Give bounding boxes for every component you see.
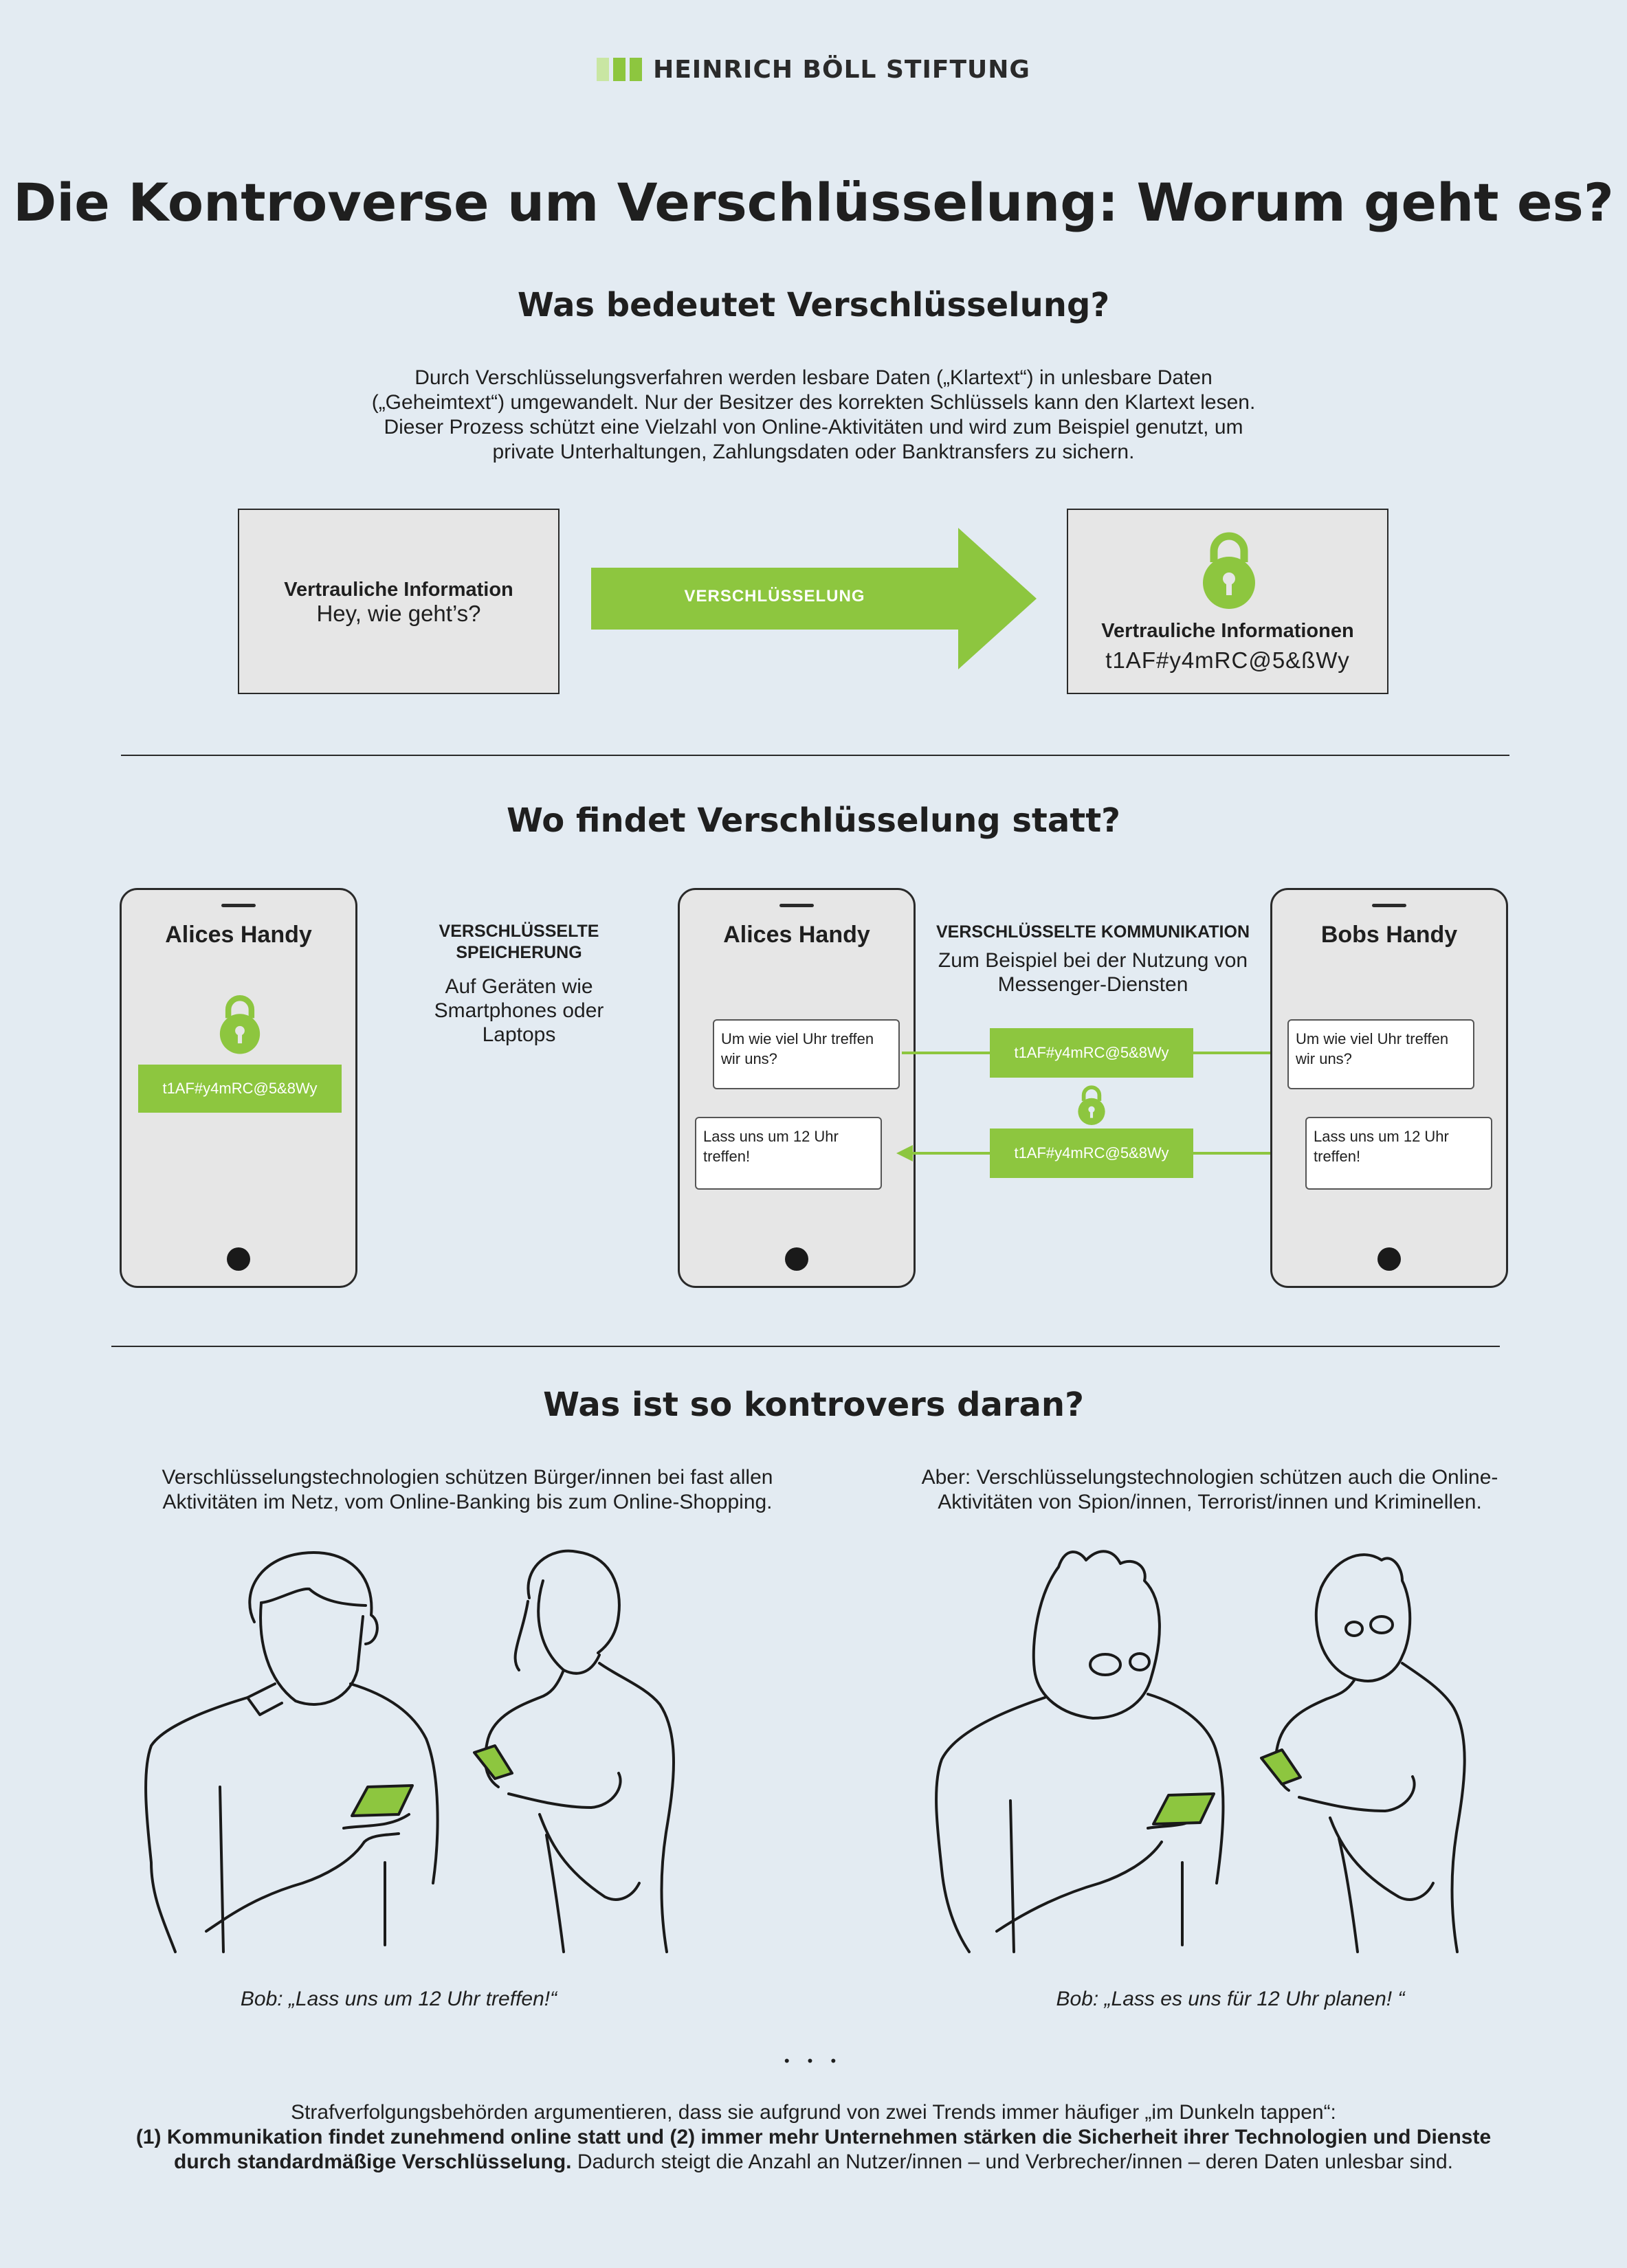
- home-button: [785, 1247, 808, 1271]
- risk-text: Aber: Verschlüsselungstechnologien schüt…: [832, 1465, 1588, 1515]
- intro-line: Durch Verschlüsselungsverfahren werden l…: [414, 366, 1213, 389]
- logo-mark-icon: [597, 58, 643, 81]
- ciphertext-label: Vertrauliche Informationen: [1101, 620, 1354, 642]
- phone-name: Alices Handy: [165, 922, 312, 948]
- lock-icon: [219, 995, 261, 1054]
- phone-bob-messenger: Bobs Handy Um wie viel Uhr treffen wir u…: [1270, 888, 1508, 1288]
- comm-title: VERSCHLÜSSELTE KOMMUNIKATION: [936, 922, 1250, 942]
- footer-line: durch standardmäßige Verschlüsselung. Da…: [69, 2150, 1558, 2175]
- phone-speaker: [221, 904, 256, 907]
- logo-text: HEINRICH BÖLL STIFTUNG: [653, 55, 1030, 84]
- ellipsis-separator: • • •: [784, 2052, 843, 2069]
- storage-desc-line: Laptops: [482, 1023, 556, 1046]
- message-bubble: Um wie viel Uhr treffen wir uns?: [713, 1019, 900, 1089]
- footer-line: (1) Kommunikation findet zunehmend onlin…: [135, 2126, 1492, 2148]
- intro-line: private Unterhaltungen, Zahlungsdaten od…: [492, 441, 1135, 463]
- footer-line: Strafverfolgungsbehörden argumentieren, …: [291, 2101, 1336, 2124]
- lock-icon: [1203, 532, 1255, 609]
- phone-name: Bobs Handy: [1320, 922, 1458, 948]
- criminals-illustration: [935, 1550, 1466, 1953]
- phone-speaker: [779, 904, 814, 907]
- divider: [111, 1346, 1500, 1347]
- phone-alice-messenger: Alices Handy Um wie viel Uhr treffen wir…: [678, 888, 916, 1288]
- ciphertext-box: Vertrauliche Informationen t1AF#y4mRC@5&…: [1067, 509, 1388, 694]
- risk-line: Aktivitäten von Spion/innen, Terrorist/i…: [938, 1491, 1482, 1513]
- storage-desc-line: Smartphones oder: [434, 999, 604, 1022]
- cipher-badge-incoming: t1AF#y4mRC@5&8Wy: [990, 1129, 1193, 1178]
- footer-bold-text: durch standardmäßige Verschlüsselung.: [174, 2150, 572, 2173]
- encryption-arrow-label: VERSCHLÜSSELUNG: [684, 587, 865, 605]
- comm-desc-line: Zum Beispiel bei der Nutzung von: [938, 949, 1248, 972]
- plaintext-label: Vertrauliche Information: [284, 579, 513, 601]
- storage-desc-line: Auf Geräten wie: [445, 975, 593, 998]
- intro-line: („Geheimtext“) umgewandelt. Nur der Besi…: [371, 391, 1256, 414]
- page-title: Die Kontroverse um Verschlüsselung: Woru…: [13, 172, 1614, 233]
- storage-title: VERSCHLÜSSELTE SPEICHERUNG: [406, 921, 632, 964]
- phone-name: Alices Handy: [723, 922, 870, 948]
- lock-icon: [1078, 1085, 1105, 1125]
- footer-text: Strafverfolgungsbehörden argumentieren, …: [69, 2100, 1558, 2175]
- home-button: [1377, 1247, 1401, 1271]
- cipher-badge-outgoing: t1AF#y4mRC@5&8Wy: [990, 1028, 1193, 1078]
- left-caption: Bob: „Lass uns um 12 Uhr treffen!“: [240, 1988, 557, 2010]
- intro-line: Dieser Prozess schützt eine Vielzahl von…: [384, 416, 1243, 438]
- masked-man-figure: [935, 1550, 1225, 1953]
- man-figure: [144, 1551, 439, 1953]
- message-bubble: Lass uns um 12 Uhr treffen!: [695, 1117, 882, 1190]
- benefit-text: Verschlüsselungstechnologien schützen Bü…: [89, 1465, 845, 1515]
- divider: [121, 755, 1509, 756]
- ciphertext-text: t1AF#y4mRC@5&ßWy: [1105, 647, 1350, 673]
- masked-woman-figure: [1274, 1553, 1466, 1953]
- right-caption: Bob: „Lass es uns für 12 Uhr planen! “: [1056, 1988, 1405, 2010]
- risk-line: Aber: Verschlüsselungstechnologien schüt…: [921, 1466, 1498, 1489]
- phone-speaker: [1372, 904, 1406, 907]
- storage-desc: Auf Geräten wie Smartphones oder Laptops: [406, 975, 632, 1047]
- cipher-badge: t1AF#y4mRC@5&8Wy: [138, 1065, 342, 1113]
- storage-title-line: VERSCHLÜSSELTE: [439, 922, 599, 941]
- section3-heading: Was ist so kontrovers daran?: [543, 1386, 1084, 1424]
- section1-intro: Durch Verschlüsselungsverfahren werden l…: [0, 366, 1627, 465]
- message-bubble: Lass uns um 12 Uhr treffen!: [1305, 1117, 1492, 1190]
- encryption-arrow: [591, 528, 1037, 669]
- message-bubble: Um wie viel Uhr treffen wir uns?: [1287, 1019, 1474, 1089]
- citizens-illustration: [144, 1549, 675, 1953]
- comm-desc-line: Messenger-Diensten: [997, 973, 1188, 996]
- plaintext-text: Hey, wie geht’s?: [316, 601, 481, 626]
- home-button: [227, 1247, 250, 1271]
- woman-figure: [483, 1549, 675, 1953]
- section2-heading: Wo findet Verschlüsselung statt?: [506, 801, 1120, 840]
- plaintext-box: Vertrauliche Information Hey, wie geht’s…: [238, 509, 560, 694]
- benefit-line: Verschlüsselungstechnologien schützen Bü…: [162, 1466, 773, 1489]
- section1-heading: Was bedeutet Verschlüsselung?: [517, 286, 1110, 324]
- storage-title-line: SPEICHERUNG: [456, 943, 582, 962]
- footer-rest-text: Dadurch steigt die Anzahl an Nutzer/inne…: [571, 2150, 1453, 2173]
- header-logo: HEINRICH BÖLL STIFTUNG: [0, 54, 1627, 85]
- comm-desc: Zum Beispiel bei der Nutzung von Messeng…: [921, 948, 1265, 997]
- phone-alice-storage: Alices Handy t1AF#y4mRC@5&8Wy: [120, 888, 357, 1288]
- benefit-line: Aktivitäten im Netz, vom Online-Banking …: [162, 1491, 773, 1513]
